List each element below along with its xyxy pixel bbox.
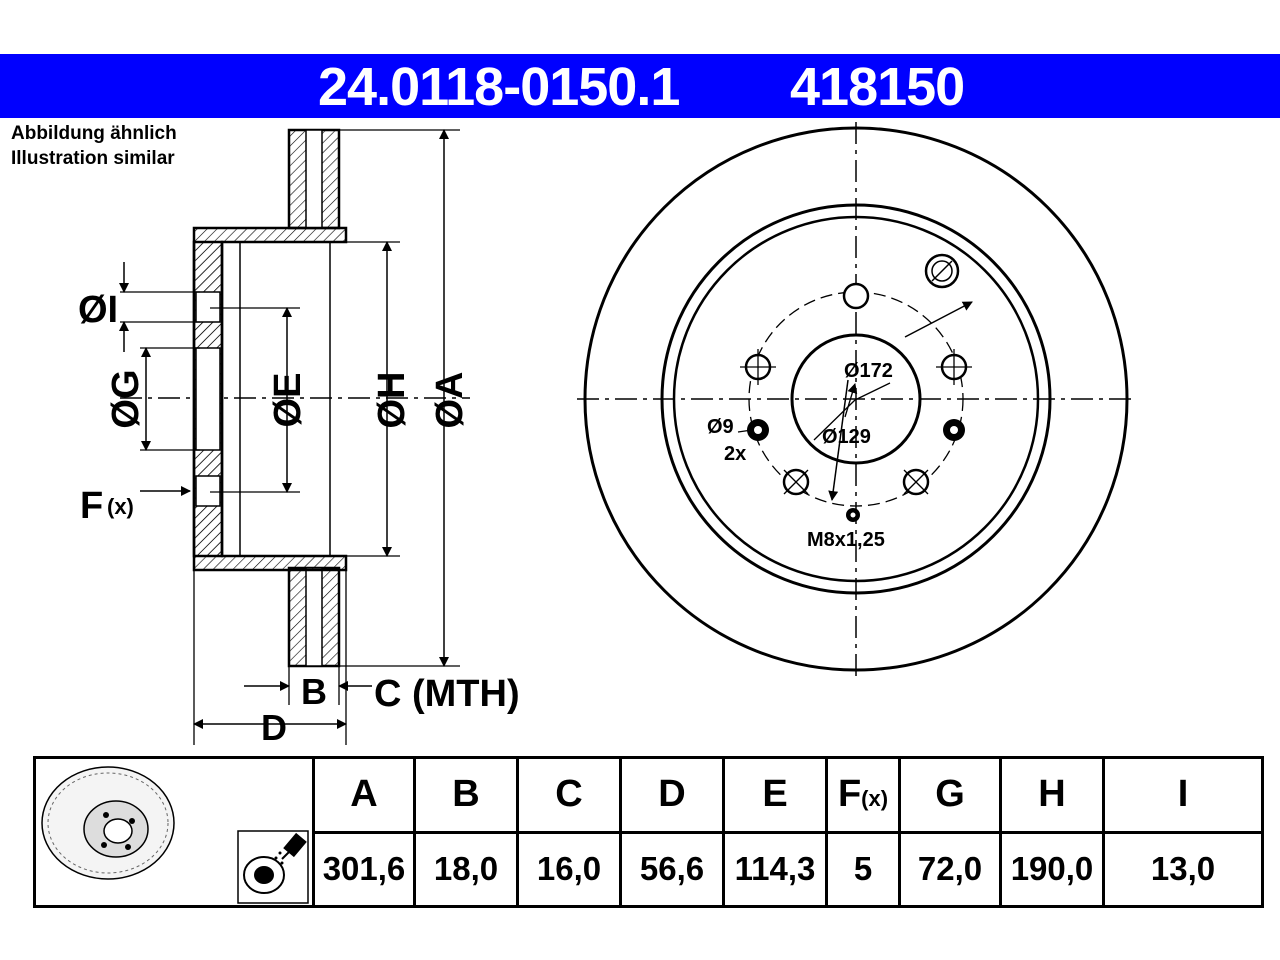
value-a: 301,6 bbox=[312, 830, 416, 908]
value-h: 190,0 bbox=[999, 830, 1105, 908]
label-thread: M8x1,25 bbox=[807, 529, 885, 551]
front-view: Ø172 Ø129 Ø9 2x M8x1,25 bbox=[577, 122, 1135, 676]
value-i: 13,0 bbox=[1102, 830, 1264, 908]
dim-172-arrow bbox=[904, 301, 973, 338]
value-d: 56,6 bbox=[619, 830, 725, 908]
value-c: 16,0 bbox=[516, 830, 622, 908]
bolt-circle bbox=[748, 291, 964, 507]
label-dia-g: ØG bbox=[105, 369, 147, 428]
header-i: I bbox=[1102, 756, 1264, 834]
icon-cell bbox=[33, 756, 315, 908]
vent-channel-bottom bbox=[305, 567, 323, 667]
label-c-mth: C (MTH) bbox=[374, 673, 520, 715]
note-german: Abbildung ähnlich bbox=[11, 123, 177, 144]
label-d9: Ø9 bbox=[707, 416, 734, 438]
label-d129: Ø129 bbox=[822, 426, 871, 448]
bolt-hole-f bbox=[195, 475, 221, 507]
header-c: C bbox=[516, 756, 622, 834]
bolt-hole-i bbox=[195, 291, 221, 323]
short-number: 418150 bbox=[790, 57, 965, 117]
note-english: Illustration similar bbox=[11, 148, 175, 169]
hat-outer-edge bbox=[660, 203, 1052, 595]
label-d172: Ø172 bbox=[844, 360, 893, 382]
article-number: 24.0118-0150.1 bbox=[318, 57, 680, 117]
center-bore-circle bbox=[790, 333, 922, 465]
dim-129-arrow bbox=[828, 379, 849, 501]
header-f: F(x) bbox=[825, 756, 901, 834]
value-g: 72,0 bbox=[898, 830, 1002, 908]
label-dia-e: ØE bbox=[267, 373, 309, 428]
title-bar: 24.0118-0150.1 418150 bbox=[0, 54, 1280, 118]
side-view: ØI ØG ØE ØH ØA F (x) B C (MTH) D bbox=[78, 128, 520, 748]
header-g: G bbox=[898, 756, 1002, 834]
vent-channel-top bbox=[305, 129, 323, 229]
label-b: B bbox=[301, 671, 327, 712]
label-2x: 2x bbox=[724, 443, 746, 465]
label-dia-a: ØA bbox=[429, 372, 471, 429]
brake-disc-icon bbox=[41, 766, 175, 880]
label-f-sub: (x) bbox=[107, 494, 134, 519]
header-f-letter: F bbox=[837, 773, 862, 816]
cleaning-spray-icon bbox=[237, 830, 309, 904]
bolt-hole bbox=[842, 282, 870, 310]
value-e: 114,3 bbox=[722, 830, 828, 908]
header-f-suffix: (x) bbox=[861, 786, 889, 812]
header-e: E bbox=[722, 756, 828, 834]
header-b: B bbox=[413, 756, 519, 834]
value-f: 5 bbox=[825, 830, 901, 908]
spec-table: A B C D E F(x) G H I 301,6 18,0 16,0 56,… bbox=[33, 756, 1264, 908]
header-h: H bbox=[999, 756, 1105, 834]
header-d: D bbox=[619, 756, 725, 834]
label-dia-h: ØH bbox=[371, 372, 413, 429]
center-bore bbox=[195, 347, 221, 451]
header-a: A bbox=[312, 756, 416, 834]
value-b: 18,0 bbox=[413, 830, 519, 908]
hat-inner-edge bbox=[672, 215, 1040, 583]
label-d: D bbox=[261, 707, 287, 748]
label-f: F bbox=[80, 485, 103, 527]
disc-outer-edge bbox=[583, 126, 1129, 672]
label-dia-i: ØI bbox=[78, 289, 118, 331]
